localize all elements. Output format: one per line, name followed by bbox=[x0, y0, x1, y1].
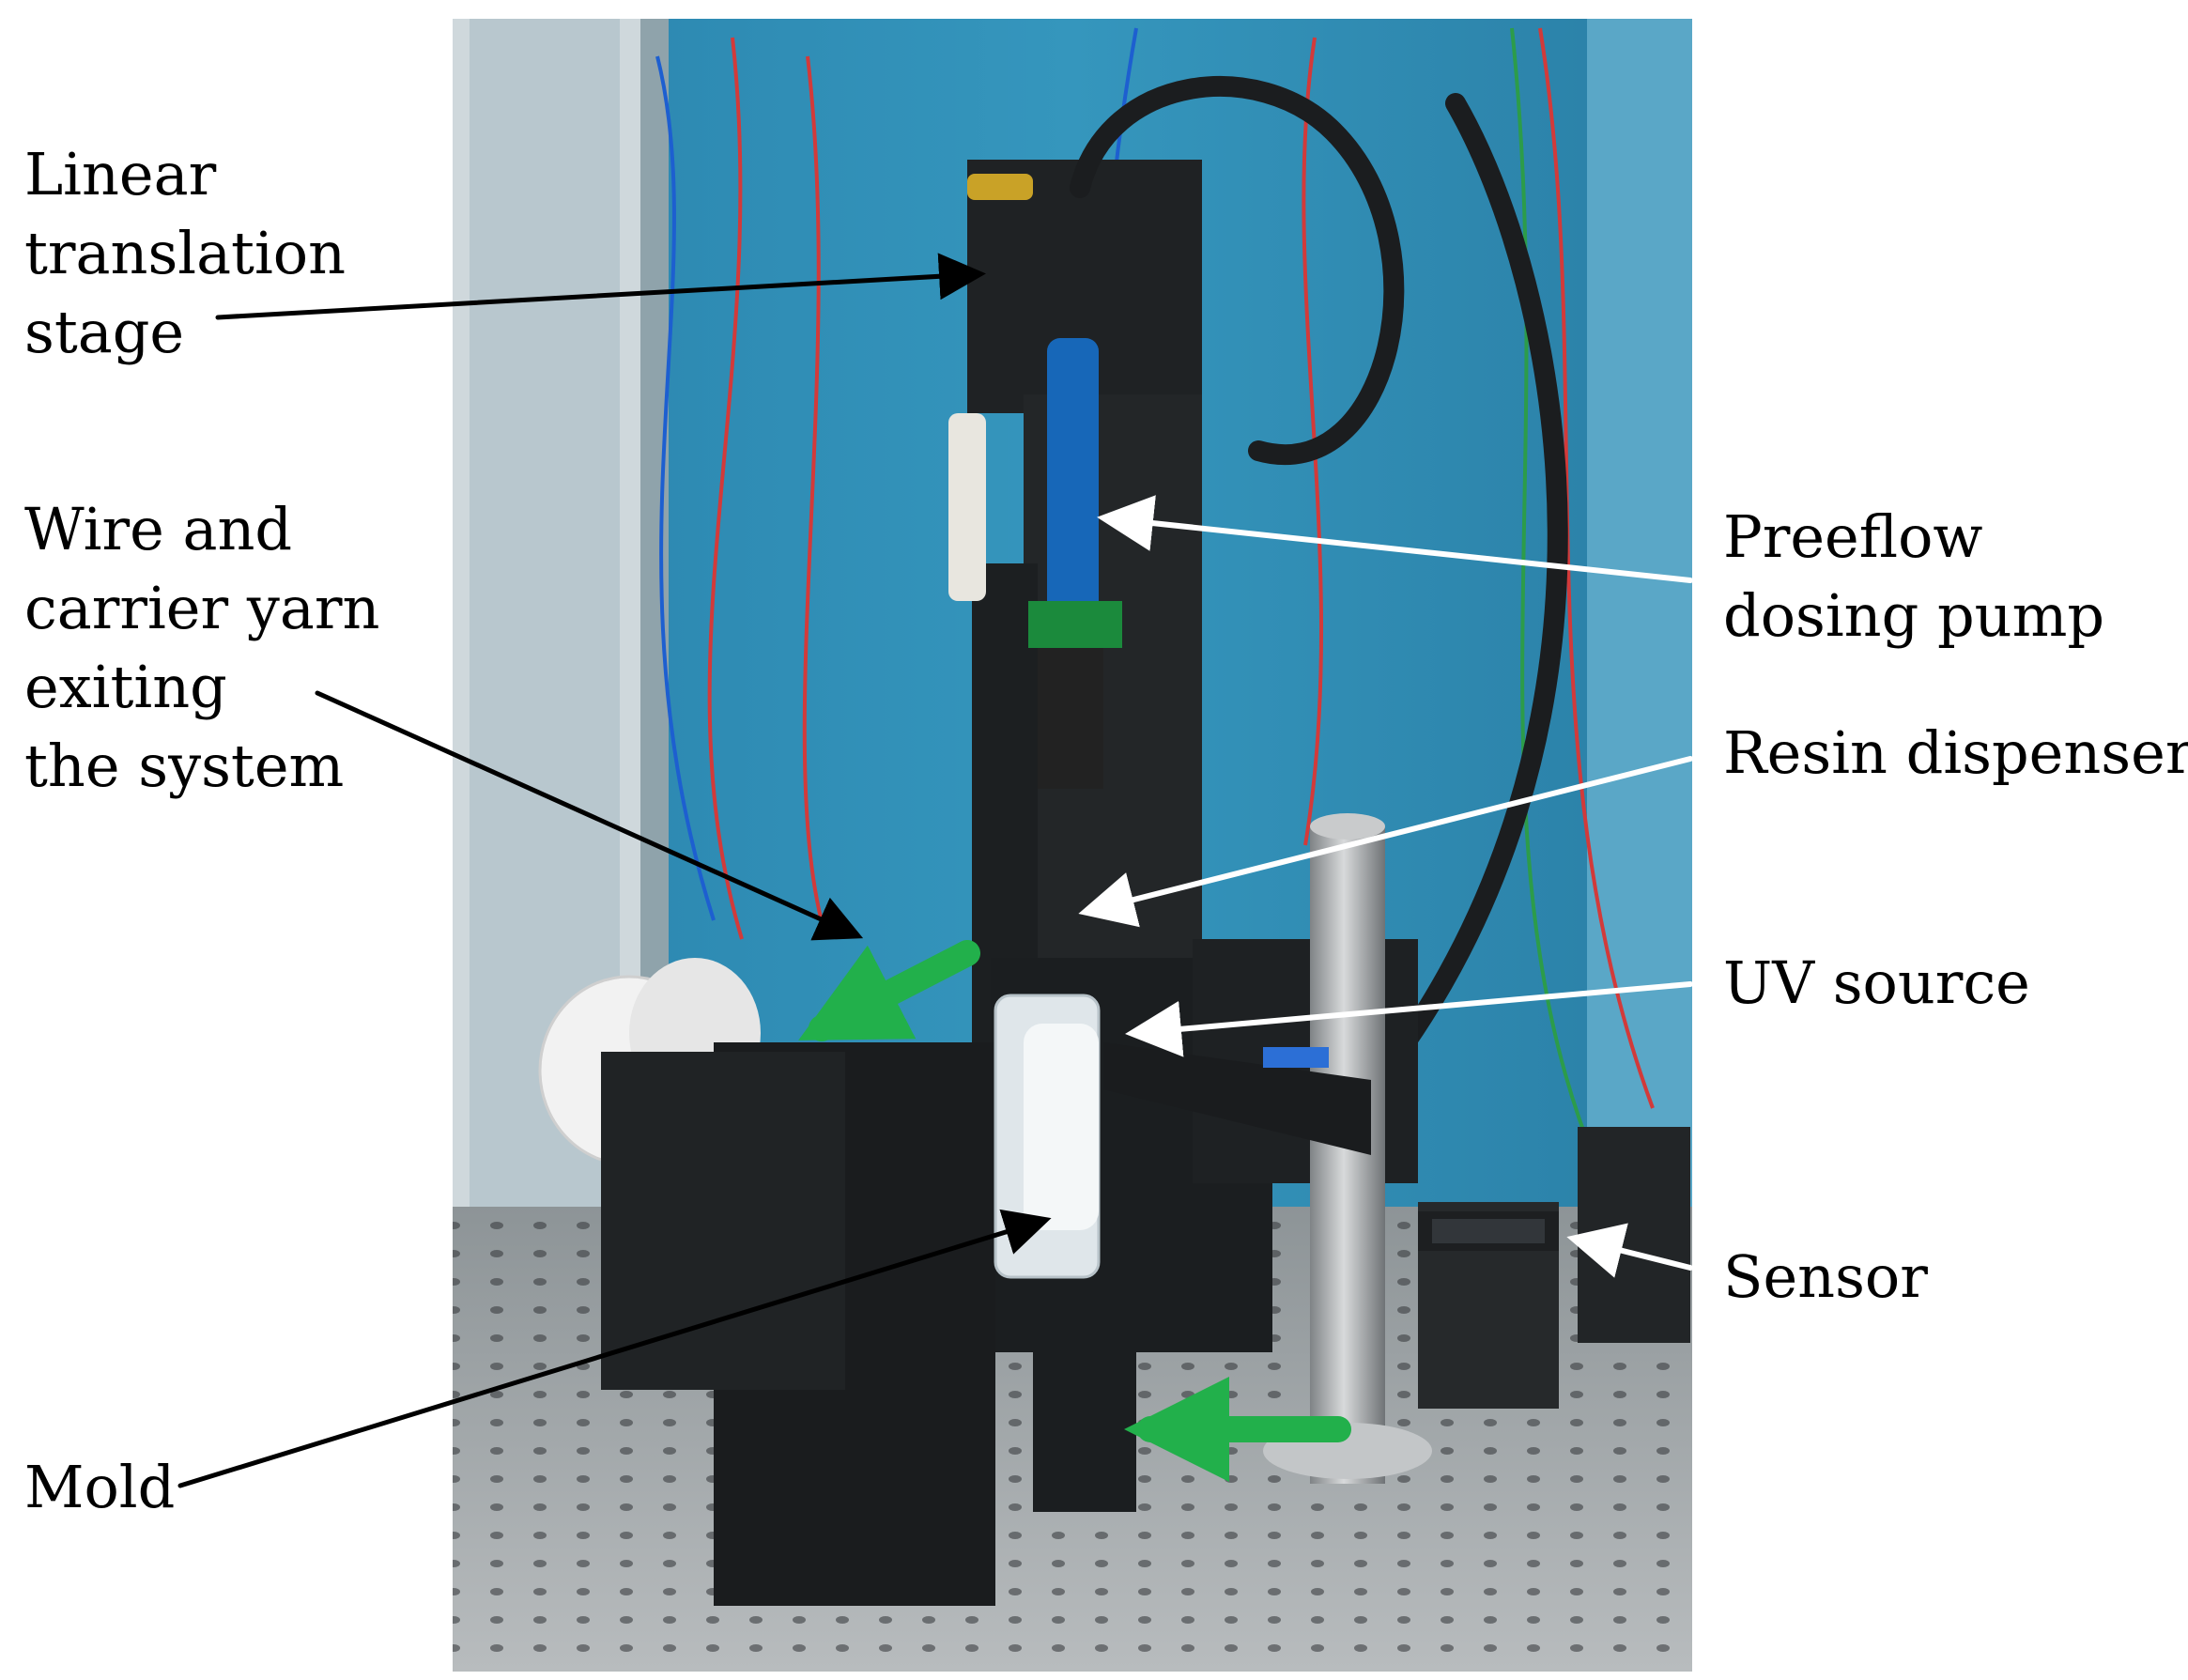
label-linear-translation-stage: Linear translation stage bbox=[24, 135, 346, 372]
pointer-arrows bbox=[177, 253, 1693, 1488]
label-line: Resin dispenser bbox=[1723, 718, 2188, 787]
label-line: Linear bbox=[24, 140, 217, 208]
label-line: the system bbox=[24, 732, 345, 800]
black-hose bbox=[1070, 76, 1568, 1100]
label-uv-source: UV source bbox=[1723, 944, 2030, 1023]
dosing-pump bbox=[948, 338, 1122, 789]
label-line: Wire and bbox=[24, 495, 293, 563]
arrow-preeflow bbox=[1097, 495, 1693, 583]
arrow-sensor bbox=[1566, 1223, 1693, 1278]
arrow-resin bbox=[1078, 756, 1693, 928]
label-line: Mold bbox=[24, 1453, 176, 1521]
label-preeflow-dosing-pump: Preeflow dosing pump bbox=[1723, 498, 2104, 655]
arrow-uv bbox=[1125, 981, 1693, 1057]
label-line: Preeflow bbox=[1723, 502, 1983, 571]
label-line: dosing pump bbox=[1723, 581, 2105, 650]
cables bbox=[655, 27, 1655, 1165]
label-line: UV source bbox=[1723, 948, 2030, 1017]
label-wire-carrier-yarn: Wire and carrier yarn exiting the system bbox=[24, 490, 379, 806]
label-line: translation bbox=[24, 219, 347, 287]
arrow-wire-carrier bbox=[315, 690, 864, 941]
arrow-mold bbox=[177, 1209, 1052, 1488]
label-line: exiting bbox=[24, 653, 227, 721]
label-line: carrier yarn bbox=[24, 574, 380, 642]
green-arrow-spool bbox=[798, 940, 980, 1041]
label-line: stage bbox=[24, 298, 185, 366]
pole bbox=[1263, 813, 1432, 1484]
label-mold: Mold bbox=[24, 1448, 175, 1527]
label-sensor: Sensor bbox=[1723, 1238, 1928, 1317]
sensor-unit bbox=[1418, 1211, 1559, 1251]
label-resin-dispenser: Resin dispenser bbox=[1723, 714, 2188, 793]
arrow-linear-stage bbox=[215, 253, 986, 320]
mold bbox=[994, 994, 1101, 1279]
uv-source-arm bbox=[1103, 1042, 1371, 1155]
label-line: Sensor bbox=[1723, 1242, 1928, 1311]
